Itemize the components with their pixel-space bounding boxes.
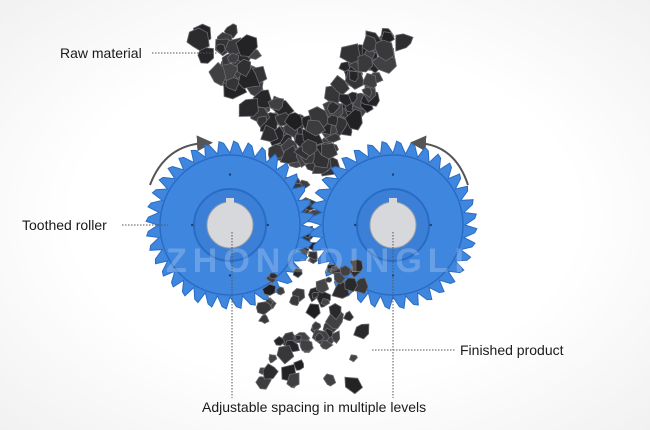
rock [344, 376, 364, 395]
rock [215, 43, 226, 55]
rock [295, 335, 302, 342]
rock [186, 27, 210, 52]
rock [311, 291, 319, 299]
rock [374, 39, 395, 62]
rock [322, 373, 337, 387]
rock [236, 58, 252, 78]
rock [197, 47, 215, 64]
rock [284, 112, 304, 132]
rock [343, 310, 355, 322]
rock [255, 301, 273, 316]
rock [276, 286, 286, 296]
rock [344, 108, 363, 131]
rock [262, 363, 279, 380]
rock [268, 353, 278, 364]
rock [305, 303, 321, 320]
rock [314, 332, 325, 342]
rock [320, 143, 338, 160]
rock [268, 272, 279, 280]
rock [238, 98, 259, 117]
rock [357, 53, 373, 73]
rock [208, 61, 227, 87]
rock [344, 277, 358, 293]
rock [361, 34, 379, 53]
raw-material-rocks [186, 23, 414, 264]
toothed-roller-label: Toothed roller [22, 217, 107, 233]
rock [292, 267, 303, 279]
rock [362, 72, 378, 89]
rock [349, 259, 364, 273]
rock [293, 359, 305, 371]
rock [276, 344, 295, 365]
rock [320, 298, 331, 307]
rock [361, 86, 373, 99]
bolt-dot [228, 274, 232, 277]
rock [328, 303, 342, 321]
rock [395, 33, 414, 52]
bolt-dot [191, 223, 194, 227]
rotation-arrow-right-icon [410, 135, 469, 186]
rock [235, 34, 258, 57]
shaft-key [389, 198, 397, 204]
rotation-arrow-left-icon [149, 135, 213, 186]
rock [305, 119, 326, 137]
rock [349, 354, 358, 363]
finished-product-rocks [255, 259, 370, 395]
rock [353, 323, 370, 340]
finished-product-label: Finished product [460, 342, 564, 358]
rock [339, 43, 362, 64]
rock [267, 97, 285, 111]
bolt-dot [228, 173, 232, 176]
rock [273, 336, 286, 346]
rock [289, 295, 300, 307]
rock [258, 314, 270, 324]
rock [299, 339, 314, 352]
rock [325, 276, 333, 283]
adjustable-spacing-label: Adjustable spacing in multiple levels [202, 399, 427, 415]
bolt-dot [266, 223, 269, 227]
watermark: ZHONGDINGLI [166, 242, 470, 280]
rock [286, 372, 300, 389]
leader-lines [122, 52, 455, 398]
rock [260, 124, 279, 143]
rock [256, 115, 268, 128]
rock [338, 61, 351, 72]
rock [327, 114, 338, 127]
raw-material-label: Raw material [60, 45, 142, 61]
bolt-dot [429, 223, 432, 227]
toothed-roller-left [145, 140, 315, 310]
rock [279, 144, 301, 165]
bolt-dot [391, 173, 395, 176]
rock [339, 264, 352, 277]
rock [333, 271, 347, 285]
rock [338, 93, 353, 107]
rock [307, 251, 318, 261]
bolt-dot [354, 223, 357, 227]
rock [301, 138, 318, 157]
rock [262, 283, 277, 296]
rock [226, 52, 240, 64]
rock [326, 101, 341, 115]
shaft-key [226, 198, 234, 204]
rock [319, 339, 334, 350]
rock [349, 70, 359, 83]
